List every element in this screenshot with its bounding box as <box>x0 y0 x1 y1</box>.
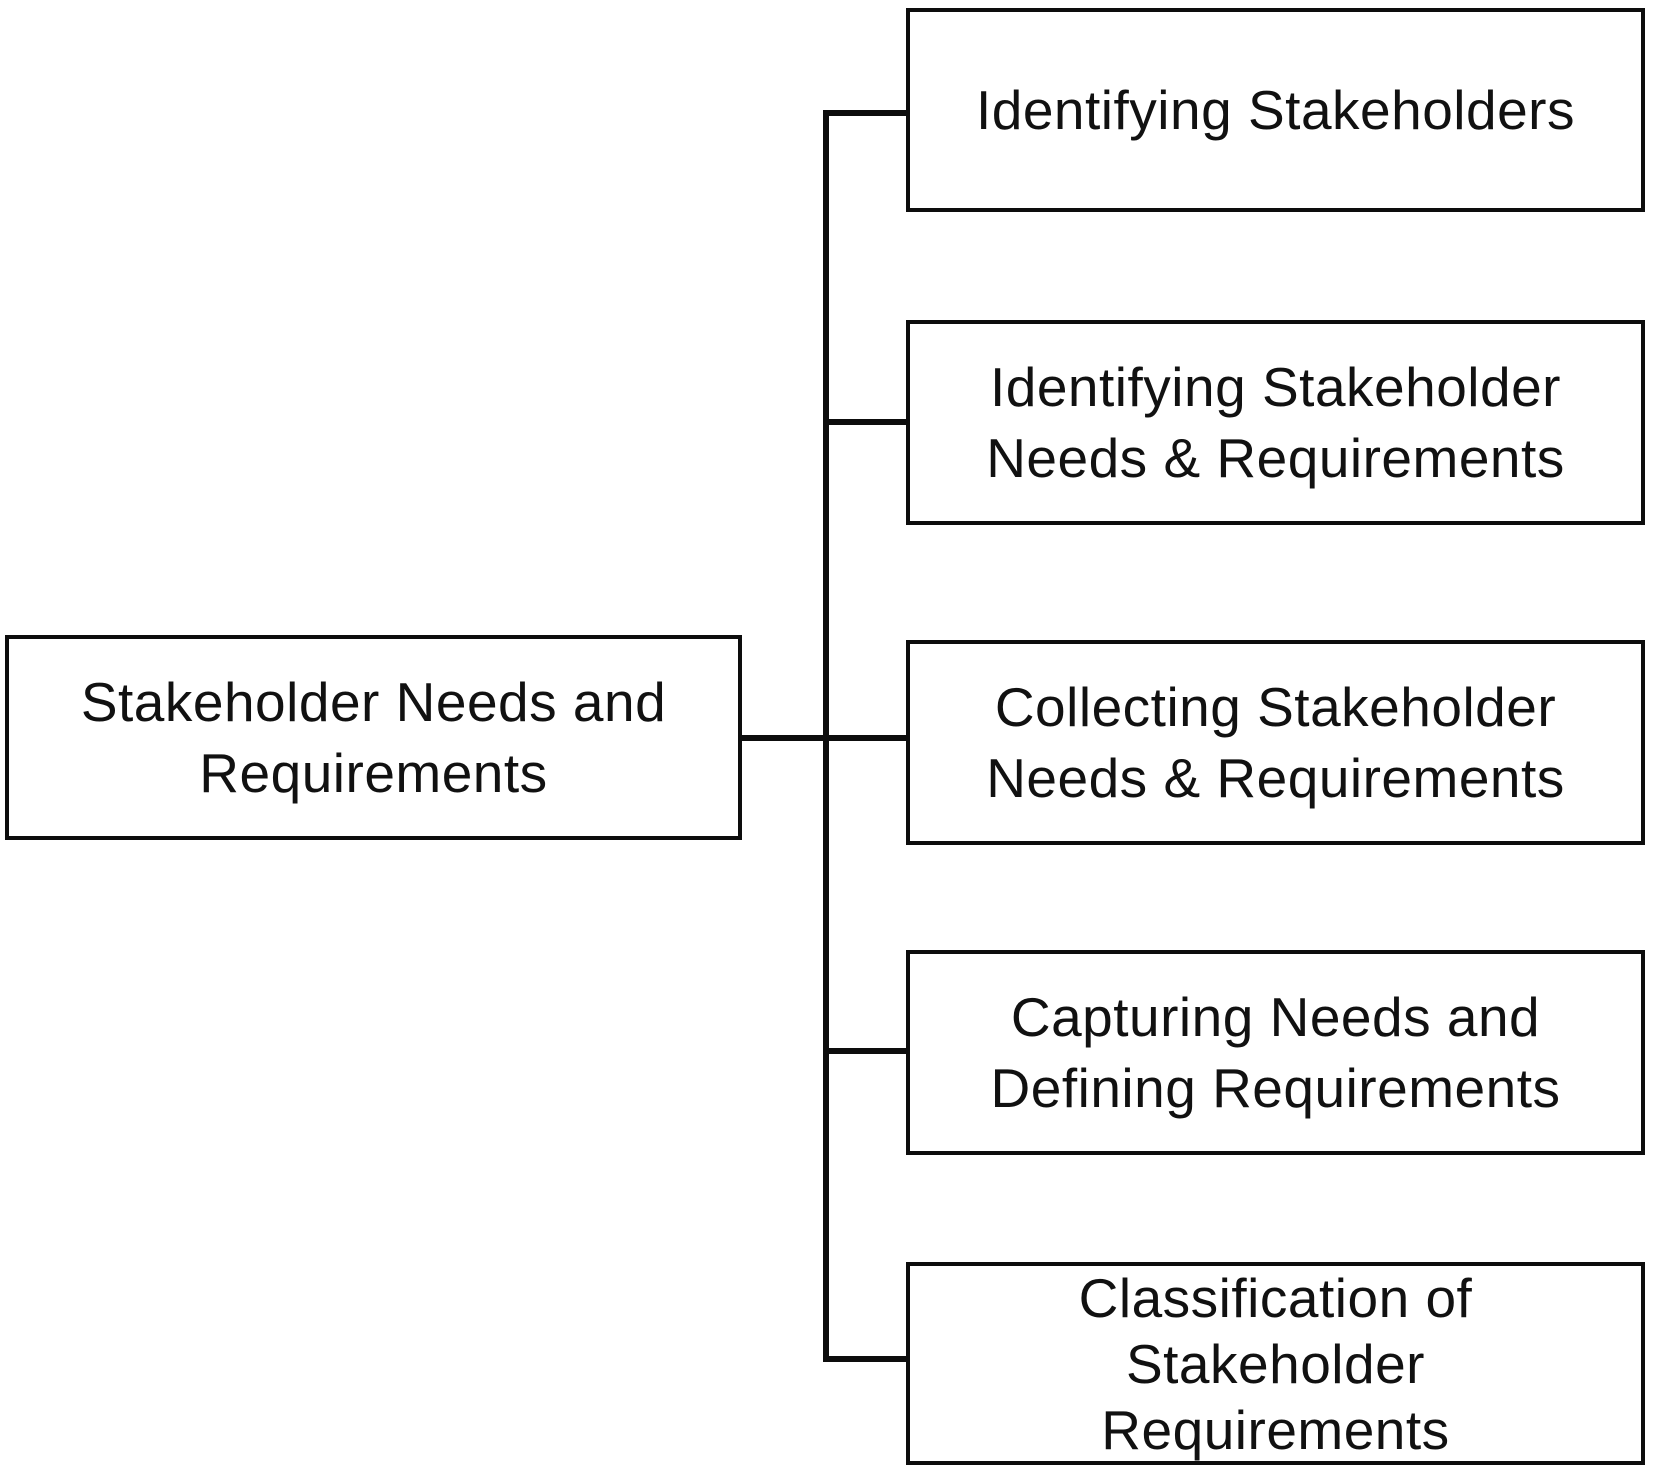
node-identifying-stakeholder-needs-requirements[interactable]: Identifying Stakeholder Needs & Requirem… <box>906 320 1645 525</box>
node-label-root: Stakeholder Needs and Requirements <box>80 671 667 804</box>
node-capturing-needs-defining-requirements[interactable]: Capturing Needs and Defining Requirement… <box>906 950 1645 1155</box>
node-classification-of-stakeholder-requirements[interactable]: Classification of Stakeholder Requiremen… <box>906 1262 1645 1465</box>
node-stakeholder-needs-and-requirements[interactable]: Stakeholder Needs and Requirements <box>5 635 742 840</box>
connector-stub-collecting-stakeholder-needs <box>823 735 909 741</box>
connector-stub-capturing-needs <box>823 1048 909 1054</box>
connector-stub-identifying-stakeholders <box>823 110 909 116</box>
node-label-collecting-stakeholder-needs-requirements: Collecting Stakeholder Needs & Requireme… <box>986 676 1565 809</box>
node-label-identifying-stakeholders: Identifying Stakeholders <box>975 78 1576 141</box>
connector-stub-classification-of-requirements <box>823 1356 909 1362</box>
node-label-classification-of-stakeholder-requirements: Classification of Stakeholder Requiremen… <box>1078 1266 1473 1461</box>
connector-stub-identifying-stakeholder-needs <box>823 419 909 425</box>
connector-root-stub <box>740 735 828 741</box>
node-collecting-stakeholder-needs-requirements[interactable]: Collecting Stakeholder Needs & Requireme… <box>906 640 1645 845</box>
node-identifying-stakeholders[interactable]: Identifying Stakeholders <box>906 8 1645 212</box>
node-label-identifying-stakeholder-needs-requirements: Identifying Stakeholder Needs & Requirem… <box>986 356 1565 489</box>
node-label-capturing-needs-defining-requirements: Capturing Needs and Defining Requirement… <box>990 986 1561 1119</box>
